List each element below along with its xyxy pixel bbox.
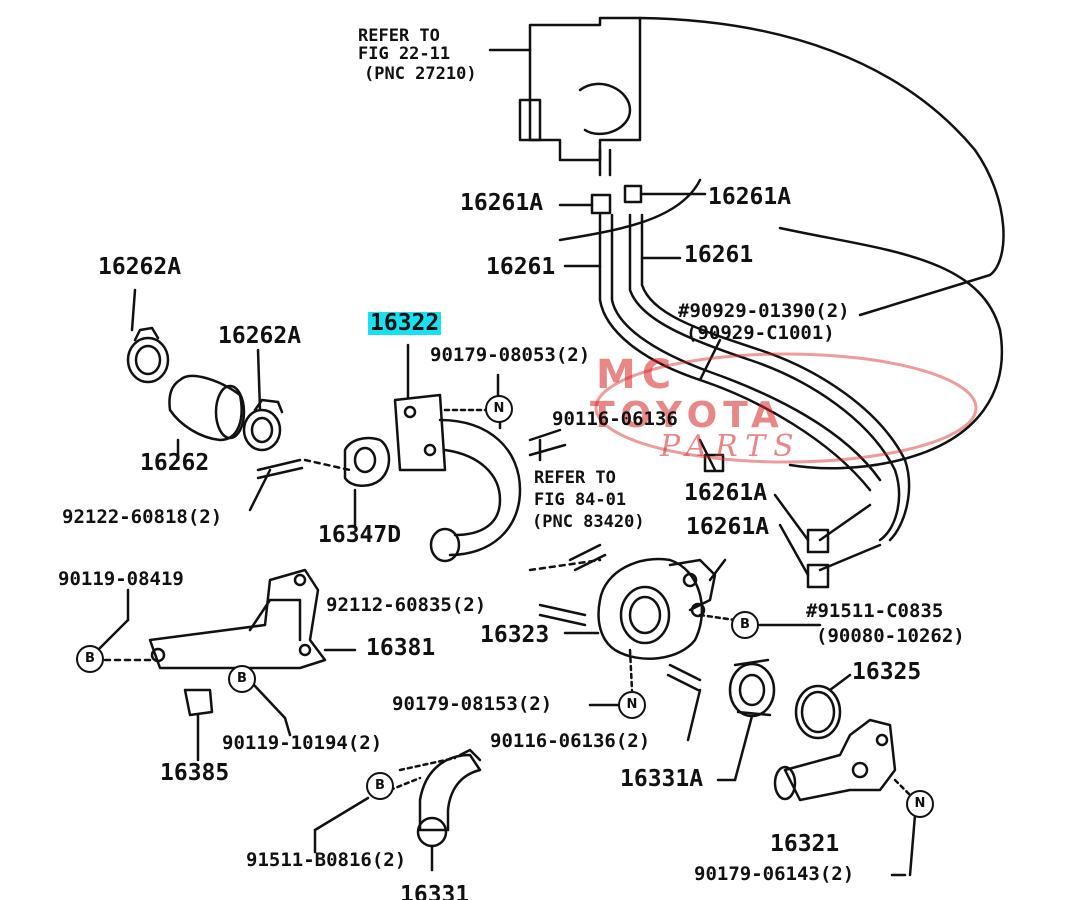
part-label-90116-06136-bottom[interactable]: 90116-06136(2) (490, 730, 651, 752)
part-label-16325[interactable]: 16325 (852, 659, 922, 685)
callout-n-2: N (618, 691, 646, 719)
callout-b-2: B (228, 665, 256, 693)
part-label-16381[interactable]: 16381 (366, 635, 436, 661)
watermark-line2: TOYOTA (590, 395, 785, 436)
part-label-16347D[interactable]: 16347D (318, 522, 402, 548)
part-label-16261-right[interactable]: 16261 (684, 242, 754, 268)
part-label-92122-60818[interactable]: 92122-60818(2) (62, 506, 223, 528)
callout-b-1: B (76, 645, 104, 673)
part-label-90179-08053[interactable]: 90179-08053(2) (430, 344, 591, 366)
part-label-16261A-mid2[interactable]: 16261A (686, 514, 770, 540)
elbow-16331 (313, 748, 482, 872)
part-label-16331[interactable]: 16331 (400, 882, 470, 900)
part-label-90116-06136-top[interactable]: 90116-06136 (552, 408, 678, 430)
part-label-16262A-1[interactable]: 16262A (98, 254, 182, 280)
part-label-90179-08153[interactable]: 90179-08153(2) (392, 693, 553, 715)
pipe-16322 (343, 343, 567, 563)
part-label-90119-10194[interactable]: 90119-10194(2) (222, 732, 383, 754)
hose-16262 (126, 288, 352, 512)
part-label-16262A-2[interactable]: 16262A (218, 323, 302, 349)
thermostat-group (686, 658, 917, 877)
watermark-ring (594, 352, 978, 464)
watermark-line1: MC (596, 352, 678, 398)
refer-note-1-line1: REFER TO (358, 26, 440, 46)
refer-note-2-line2: FIG 84-01 (534, 490, 627, 510)
part-label-16261A-right[interactable]: 16261A (708, 184, 792, 210)
part-label-16323[interactable]: 16323 (480, 622, 550, 648)
bracket-16381 (98, 568, 357, 762)
part-label-16331A[interactable]: 16331A (620, 766, 704, 792)
housing-16323 (528, 543, 737, 692)
callout-leaders (496, 338, 822, 707)
part-label-16321[interactable]: 16321 (770, 831, 840, 857)
part-label-90179-06143[interactable]: 90179-06143(2) (694, 863, 855, 885)
part-label-16262[interactable]: 16262 (140, 450, 210, 476)
part-label-16261A-mid1[interactable]: 16261A (684, 480, 768, 506)
part-label-16261A-left[interactable]: 16261A (460, 190, 544, 216)
callout-b-3: B (731, 611, 759, 639)
part-label-16261-left[interactable]: 16261 (486, 254, 556, 280)
callout-n-3: N (906, 790, 934, 818)
part-label-90119-08419[interactable]: 90119-08419 (58, 568, 184, 590)
watermark-line3: PARTS (660, 429, 802, 464)
refer-note-2-line1: REFER TO (534, 468, 616, 488)
engine-outline (558, 16, 1005, 470)
callout-n-1: N (485, 395, 513, 423)
part-label-16322-highlighted[interactable]: 16322 (368, 310, 442, 336)
refer-note-1-line3: (PNC 27210) (364, 64, 477, 84)
part-label-16385[interactable]: 16385 (160, 760, 230, 786)
callout-b-4: B (366, 772, 394, 800)
part-label-90929-C1001[interactable]: (90929-C1001) (686, 322, 835, 344)
part-label-90929-01390[interactable]: #90929-01390(2) (678, 300, 850, 322)
hoses-16261 (558, 184, 911, 589)
part-label-91511-C0835[interactable]: #91511-C0835 (806, 600, 944, 622)
part-label-91511-B0816[interactable]: 91511-B0816(2) (246, 849, 407, 871)
refer-note-1-line2: FIG 22-11 (358, 44, 451, 64)
part-label-90080-10262[interactable]: (90080-10262) (816, 625, 965, 647)
throttle-body (488, 16, 642, 177)
part-label-92112-60835[interactable]: 92112-60835(2) (326, 594, 487, 616)
refer-note-2-line3: (PNC 83420) (532, 512, 645, 532)
